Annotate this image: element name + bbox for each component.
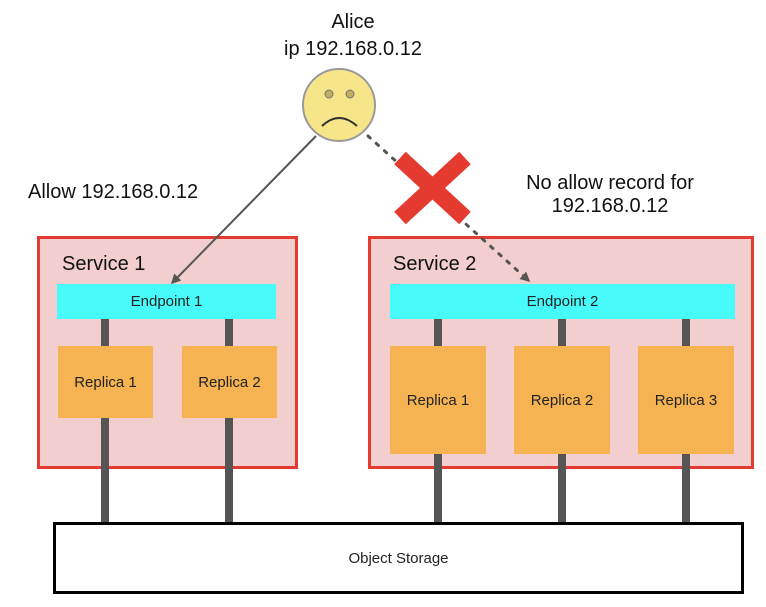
deny-rule-label-line1: No allow record for xyxy=(526,172,694,194)
user-name: Alice xyxy=(331,11,375,33)
replica-storage-links xyxy=(101,418,690,523)
user-ip: ip 192.168.0.12 xyxy=(284,38,422,60)
service-2-replica-2: Replica 2 xyxy=(514,346,610,454)
service-2-replica-1: Replica 1 xyxy=(390,346,486,454)
sad-face-icon xyxy=(302,68,376,142)
deny-rule-label-line2: 192.168.0.12 xyxy=(551,195,669,217)
allow-rule-label: Allow 192.168.0.12 xyxy=(28,181,199,203)
endpoint-2: Endpoint 2 xyxy=(390,284,735,319)
denied-request-arrow xyxy=(366,134,531,283)
service-2-title: Service 2 xyxy=(393,253,477,275)
service-1-title: Service 1 xyxy=(62,253,146,275)
service-1-replica-2: Replica 2 xyxy=(182,346,277,418)
object-storage-box: Object Storage xyxy=(53,522,744,594)
service-2-replica-3: Replica 3 xyxy=(638,346,734,454)
allowed-request-arrow xyxy=(170,135,317,285)
deny-cross-icon xyxy=(394,151,471,225)
endpoint-1: Endpoint 1 xyxy=(57,284,276,319)
object-storage-label: Object Storage xyxy=(348,549,449,567)
endpoint-replica-links xyxy=(101,319,690,346)
service-1-replica-1: Replica 1 xyxy=(58,346,153,418)
